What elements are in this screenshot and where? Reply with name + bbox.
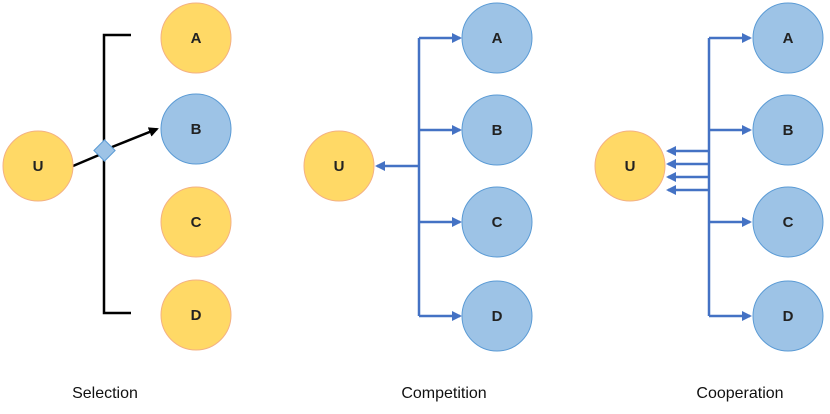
selection-agent-d: D <box>160 279 232 351</box>
selection-agent-a: A <box>160 2 232 74</box>
competition-agent-a: A <box>461 2 533 74</box>
node-label: A <box>191 30 202 47</box>
node-label: A <box>492 30 503 47</box>
node-label: C <box>191 214 202 231</box>
selection-user-connector <box>72 153 100 168</box>
selection-agent-b: B <box>160 93 232 165</box>
node-label: B <box>191 121 202 138</box>
node-label: U <box>625 158 636 175</box>
competition-user-node: U <box>303 130 375 202</box>
selection-panel: U A B C D Selection <box>2 2 232 402</box>
cooperation-user-node: U <box>594 130 666 202</box>
node-label: A <box>783 30 794 47</box>
competition-agent-d: D <box>461 280 533 352</box>
cooperation-agent-c: C <box>752 186 824 258</box>
competition-agent-b: B <box>461 94 533 166</box>
node-label: D <box>783 308 794 325</box>
node-label: B <box>783 122 794 139</box>
selection-user-node: U <box>2 130 74 202</box>
cooperation-caption: Cooperation <box>696 385 783 402</box>
selection-caption: Selection <box>72 385 138 402</box>
selection-agent-c: C <box>160 186 232 258</box>
cooperation-panel: U A B C D Cooperation <box>594 2 824 402</box>
node-label: U <box>334 158 345 175</box>
competition-panel: U A B C D Competition <box>303 2 533 402</box>
node-label: B <box>492 122 503 139</box>
cooperation-agent-b: B <box>752 94 824 166</box>
cooperation-agent-a: A <box>752 2 824 74</box>
node-label: D <box>492 308 503 325</box>
node-label: U <box>33 158 44 175</box>
selection-bracket <box>102 33 131 315</box>
node-label: D <box>191 307 202 324</box>
node-label: C <box>783 214 794 231</box>
competition-agent-c: C <box>461 186 533 258</box>
selection-diamond <box>93 139 116 162</box>
cooperation-agent-d: D <box>752 280 824 352</box>
competition-caption: Competition <box>401 385 486 402</box>
selection-arrow-to-selected <box>111 127 159 149</box>
node-label: C <box>492 214 503 231</box>
